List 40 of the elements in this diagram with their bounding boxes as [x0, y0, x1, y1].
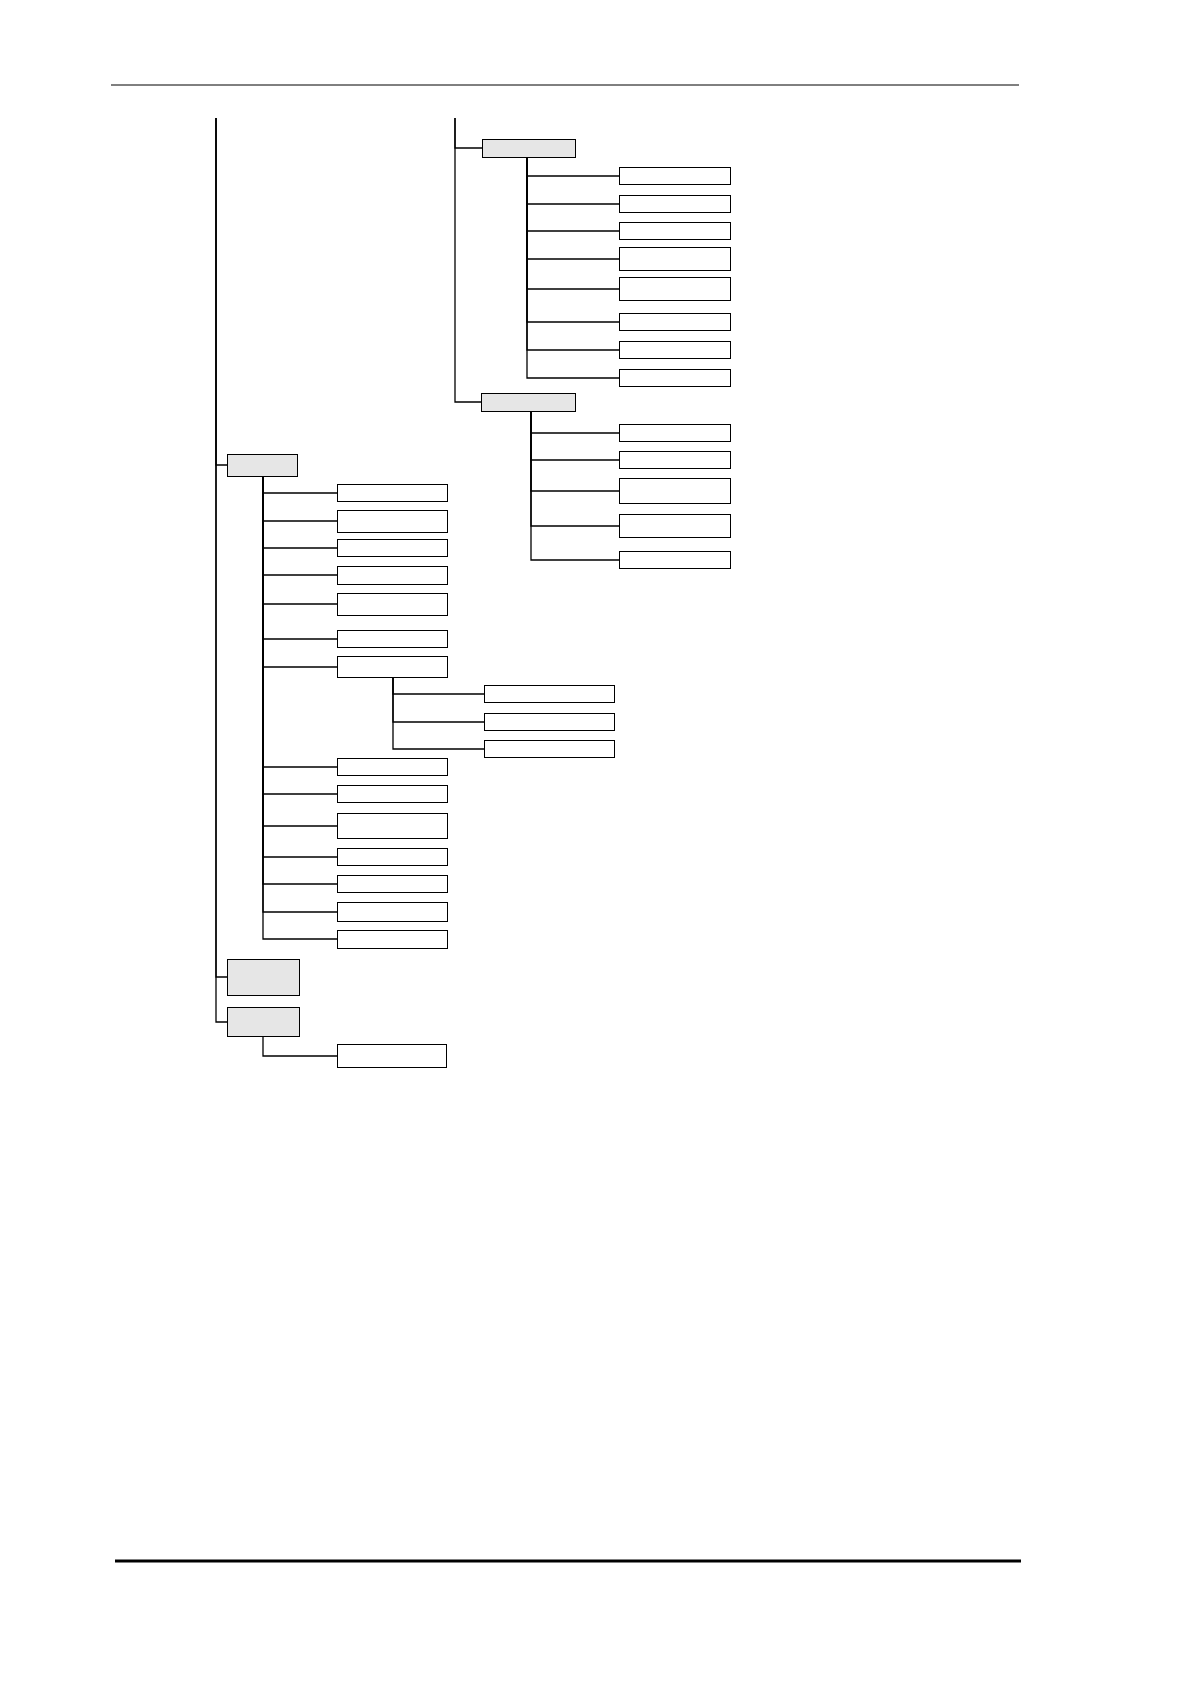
item-box [337, 509, 448, 533]
item-box [619, 478, 731, 504]
category-box [227, 958, 300, 996]
item-box [337, 902, 448, 922]
item-box [619, 247, 731, 271]
item-box [337, 565, 448, 585]
item-box [337, 484, 448, 502]
item-box [619, 514, 731, 538]
item-box [337, 656, 448, 678]
connector-line [392, 677, 485, 750]
item-box [619, 424, 731, 442]
item-box [337, 539, 448, 557]
item-box [337, 875, 448, 893]
item-box [337, 813, 448, 839]
connector-line [454, 117, 482, 403]
item-box [619, 341, 731, 359]
connector-line [530, 410, 620, 561]
item-box [619, 167, 731, 185]
item-box [337, 758, 448, 776]
item-box [337, 592, 448, 616]
item-box [484, 740, 615, 758]
category-box [482, 138, 576, 158]
category-box [227, 1007, 300, 1037]
item-box [337, 848, 448, 866]
connector-line [262, 1036, 338, 1057]
item-box [619, 451, 731, 469]
item-box [619, 313, 731, 331]
category-box [481, 392, 576, 412]
item-box [619, 195, 731, 213]
category-box [227, 453, 298, 477]
item-box [619, 369, 731, 387]
item-box [337, 630, 448, 648]
item-box [619, 222, 731, 240]
item-box [619, 551, 731, 569]
item-box [619, 277, 731, 301]
item-box [337, 929, 448, 949]
item-box [484, 713, 615, 731]
item-box [337, 785, 448, 803]
item-box [484, 685, 615, 703]
item-box [337, 1044, 447, 1068]
